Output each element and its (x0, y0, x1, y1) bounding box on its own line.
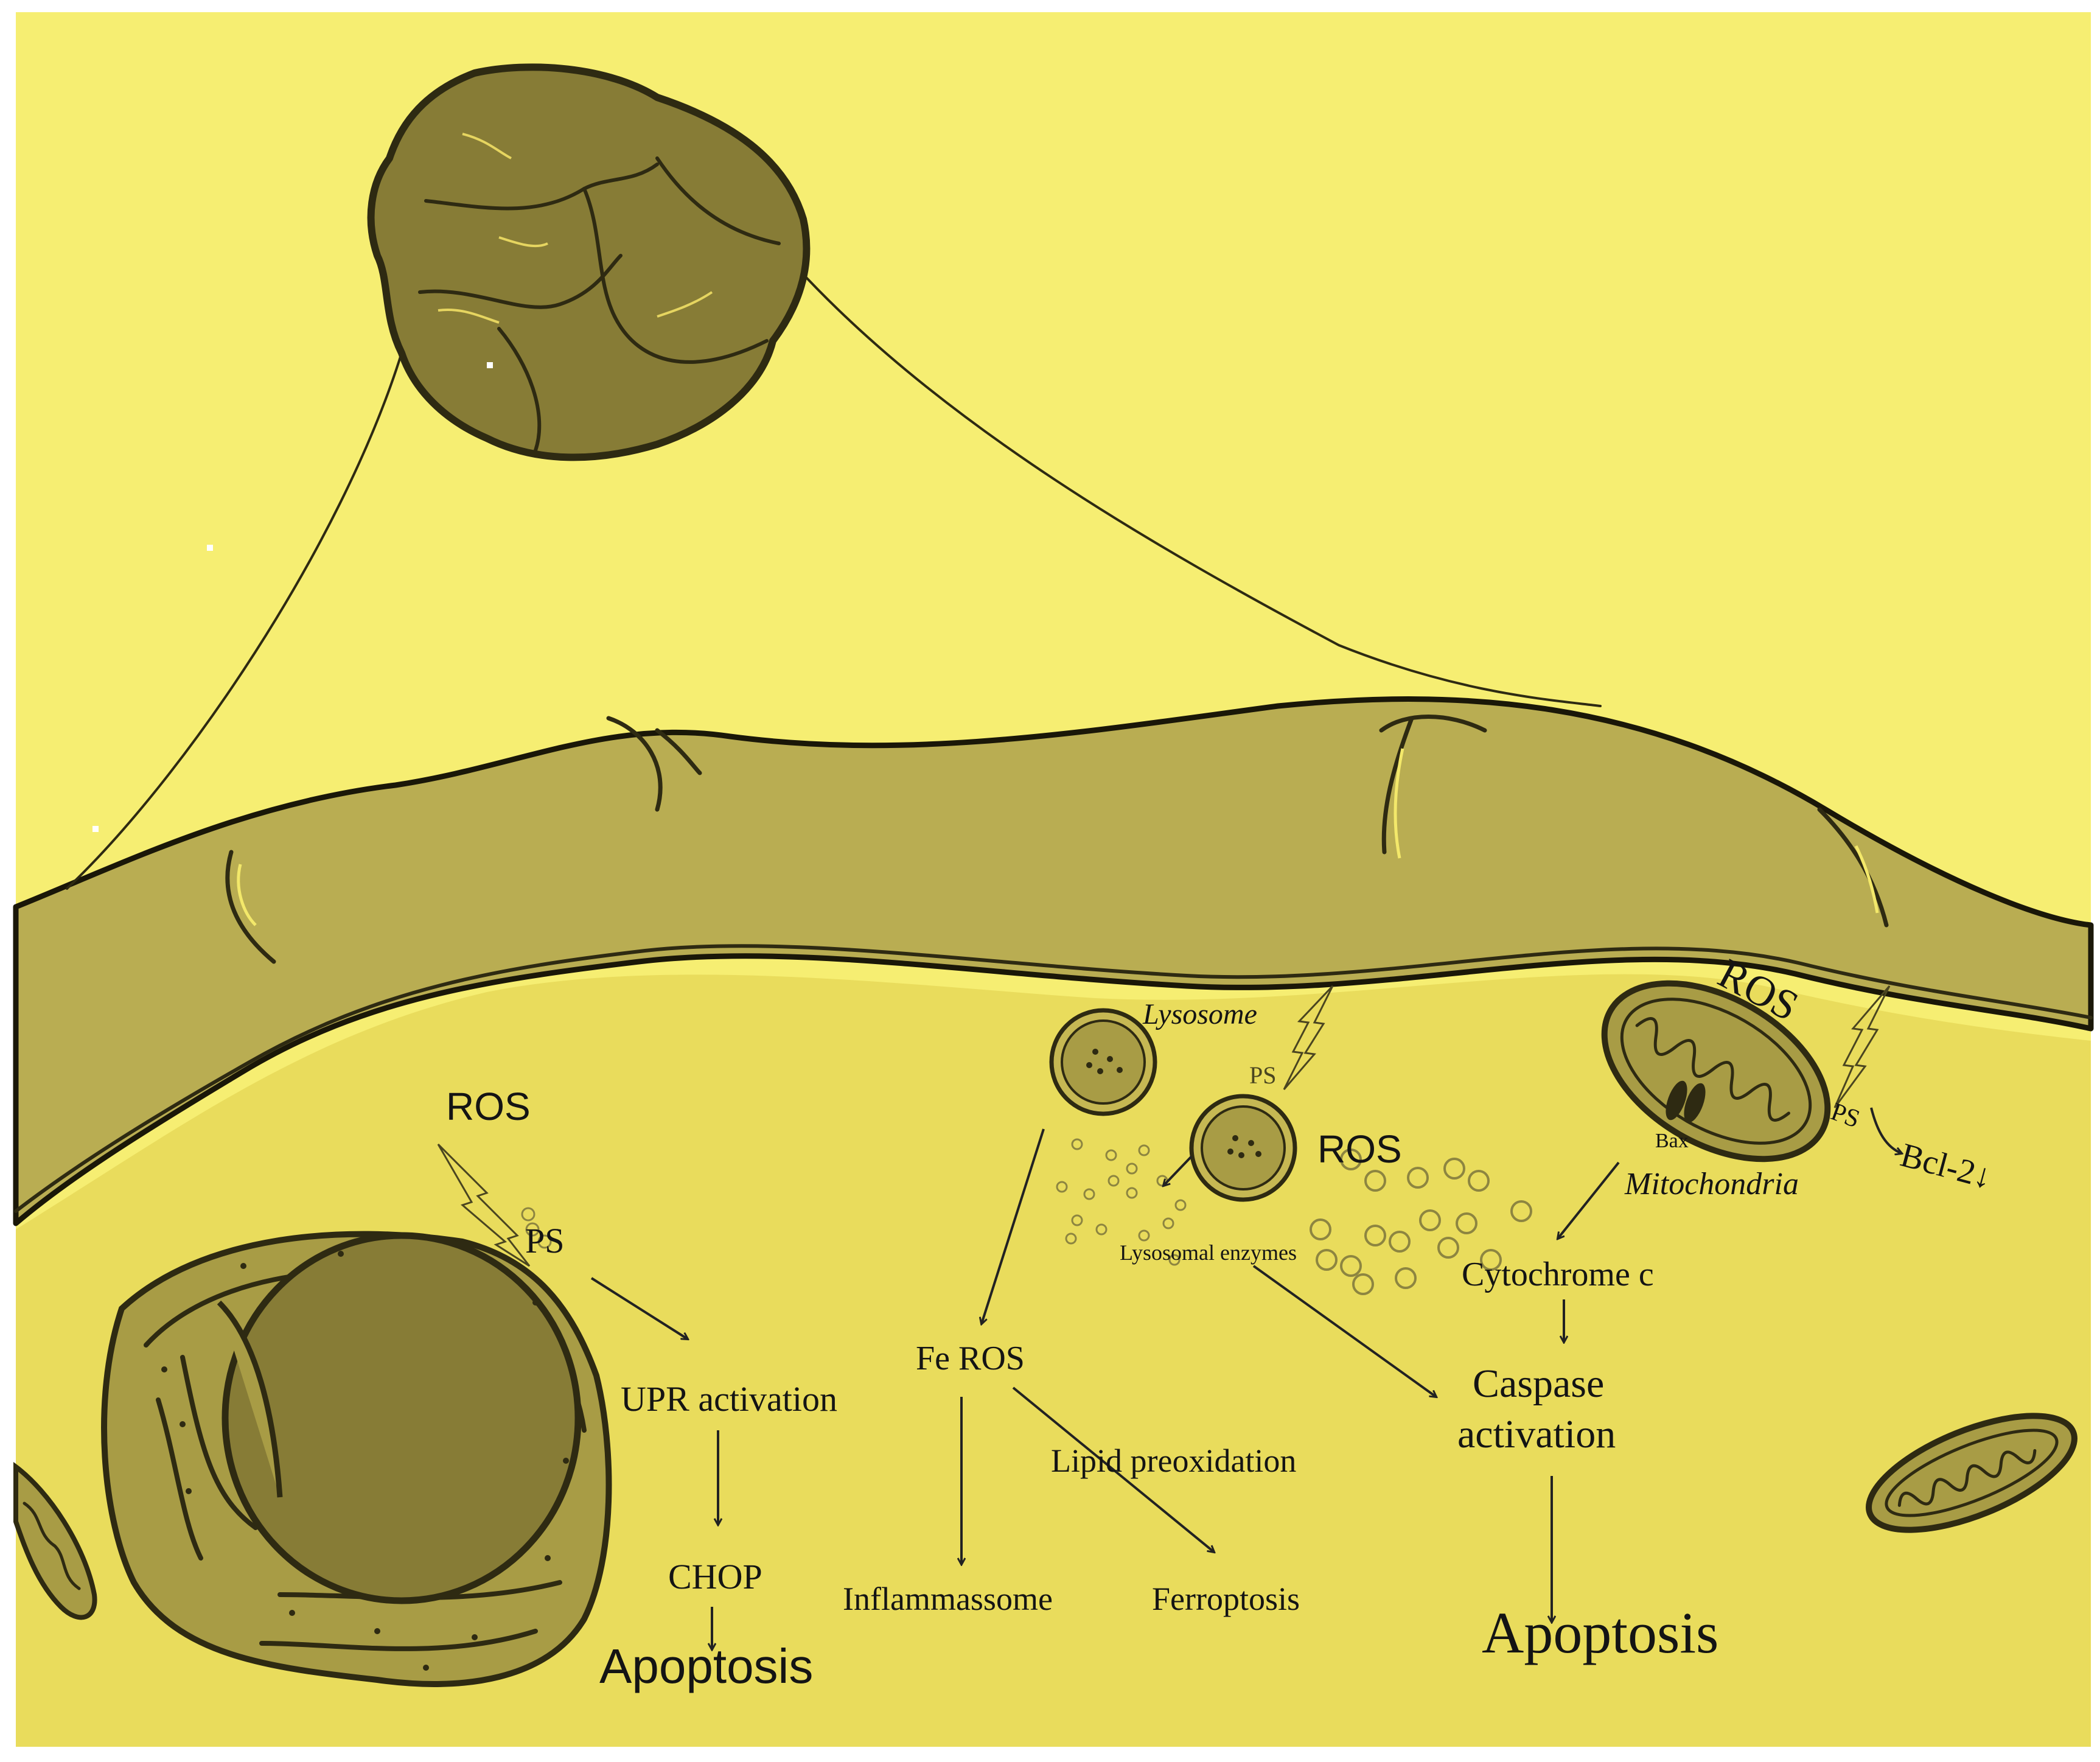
cell-membrane (13, 696, 2094, 1226)
label-upr-activation: UPR activation (621, 1379, 837, 1419)
label-inflammassome: Inflammassome (843, 1581, 1053, 1617)
ros-bubbles (1310, 1148, 1532, 1295)
lysosome-2 (1189, 1094, 1297, 1202)
label-mitochondria: Mitochondria (1624, 1167, 1799, 1201)
arrow-icon (1558, 1161, 1620, 1239)
lysosome-1 (1049, 1008, 1157, 1116)
arrow-icon (590, 1277, 688, 1339)
membrane-crease (1379, 715, 1487, 855)
membrane-crease (225, 850, 276, 964)
lightning-icon (437, 1143, 531, 1267)
membrane-highlight (237, 864, 257, 926)
label-lysosome: Lysosome (1142, 998, 1257, 1030)
ros-particles-er (521, 1207, 552, 1249)
nanoparticle (367, 63, 811, 461)
arrow-icon (1163, 1155, 1193, 1186)
label-activation: activation (1457, 1412, 1616, 1456)
label-fe-ros: Fe ROS (916, 1340, 1025, 1377)
bax-protein (1666, 1080, 1706, 1123)
membrane-highlight (1394, 748, 1404, 859)
label-bax: Bax (1655, 1130, 1689, 1152)
arrow-icon (1870, 1107, 1902, 1153)
label-caspase: Caspase (1473, 1362, 1604, 1406)
label-ros-lyso: ROS (1317, 1127, 1402, 1171)
mitochondrion-edge-left (13, 1462, 97, 1620)
label-cytochrome-c: Cytochrome c (1462, 1256, 1654, 1293)
speck (487, 362, 493, 368)
label-ps-er: PS (525, 1221, 565, 1260)
label-lipid-peroxidation: Lipid preoxidation (1051, 1442, 1296, 1479)
lightning-icon (1833, 985, 1891, 1108)
label-apoptosis-er: Apoptosis (599, 1639, 813, 1693)
label-apoptosis-main: Apoptosis (1482, 1600, 1718, 1665)
membrane-crease (1817, 807, 1889, 928)
nucleus (222, 1232, 582, 1604)
speck (92, 826, 99, 832)
arrow-icon (1252, 1265, 1436, 1397)
label-ros-er: ROS (446, 1085, 531, 1128)
label-ps-lyso: PS (1249, 1061, 1277, 1089)
label-lysosomal-enzymes: Lysosomal enzymes (1120, 1240, 1297, 1265)
arrow-icon (1012, 1386, 1214, 1552)
lightning-icon (1283, 985, 1334, 1090)
speck (207, 545, 213, 551)
inner-membrane-line (14, 944, 2093, 1213)
membrane-crease (606, 716, 702, 812)
mitochondrion-lower-right (1866, 1413, 2077, 1533)
tether-line (796, 267, 1602, 707)
label-chop: CHOP (668, 1557, 762, 1596)
label-ferroptosis: Ferroptosis (1152, 1581, 1300, 1617)
tether-line (66, 352, 403, 890)
arrow-icon (982, 1128, 1045, 1324)
membrane-highlight (1854, 845, 1879, 914)
nucleus-er-complex (101, 1231, 612, 1687)
